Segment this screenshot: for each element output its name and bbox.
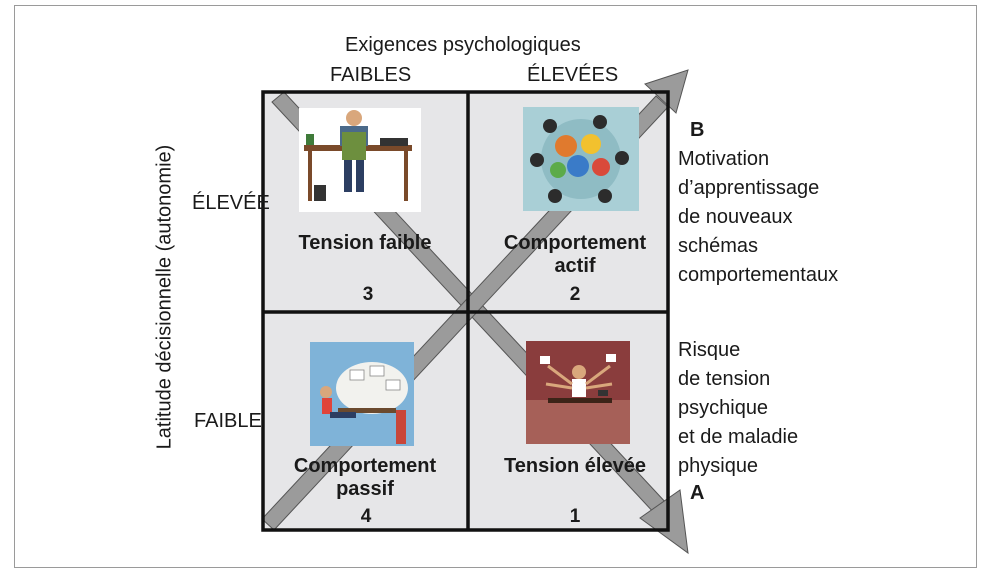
- arrow-b-line: d’apprentissage: [678, 177, 820, 199]
- quadrant-3-label: Tension faible: [298, 232, 432, 254]
- quadrant-2-label-line2: actif: [554, 255, 596, 277]
- x-axis-high-label: ÉLEVÉES: [527, 64, 619, 86]
- arrow-b-description: Motivation d’apprentissage de nouveaux s…: [678, 145, 838, 290]
- x-axis-low-label: FAIBLES: [330, 64, 412, 86]
- arrow-a-line: de tension: [678, 368, 771, 390]
- arrow-b-line: Motivation: [678, 148, 770, 170]
- quadrant-2-label: Comportement actif: [490, 232, 660, 278]
- arrow-a-line: Risque: [678, 339, 741, 361]
- illustration-worker-at-desk: [299, 108, 421, 212]
- y-axis-high-label: ÉLEVÉE: [192, 192, 270, 214]
- x-axis-title: Exigences psychologiques: [345, 34, 581, 56]
- illustration-paper-pile: [310, 342, 414, 446]
- quadrant-4-number: 4: [360, 506, 372, 527]
- arrow-a-line: et de maladie: [678, 426, 799, 448]
- quadrant-4-label-line2: passif: [336, 478, 394, 500]
- y-axis-low-label: FAIBLE: [194, 410, 262, 432]
- quadrant-1-number: 1: [569, 506, 581, 527]
- quadrant-2-number: 2: [569, 284, 581, 305]
- quadrant-1-label: Tension élevée: [504, 455, 646, 477]
- arrow-a-line: psychique: [678, 397, 769, 419]
- arrow-b-line: comportementaux: [678, 264, 839, 286]
- illustration-gears-team: [523, 107, 639, 211]
- grid: [261, 90, 670, 532]
- arrow-a-line: physique: [678, 455, 759, 477]
- quadrant-4-label: Comportement passif: [280, 455, 450, 501]
- y-axis-title: Latitude décisionnelle (autonomie): [153, 144, 176, 450]
- arrow-b-letter: B: [690, 119, 705, 141]
- arrow-b-line: schémas: [678, 235, 759, 257]
- arrow-b-line: de nouveaux: [678, 206, 793, 228]
- quadrant-2-label-line1: Comportement: [503, 232, 647, 254]
- arrow-a-description: Risque de tension psychique et de maladi…: [678, 336, 798, 481]
- quadrant-3-number: 3: [362, 284, 374, 305]
- illustration-multitasking-woman: [526, 341, 630, 444]
- figure-frame: [14, 5, 977, 568]
- quadrant-4-label-line1: Comportement: [293, 455, 437, 477]
- arrow-a-letter: A: [690, 482, 705, 504]
